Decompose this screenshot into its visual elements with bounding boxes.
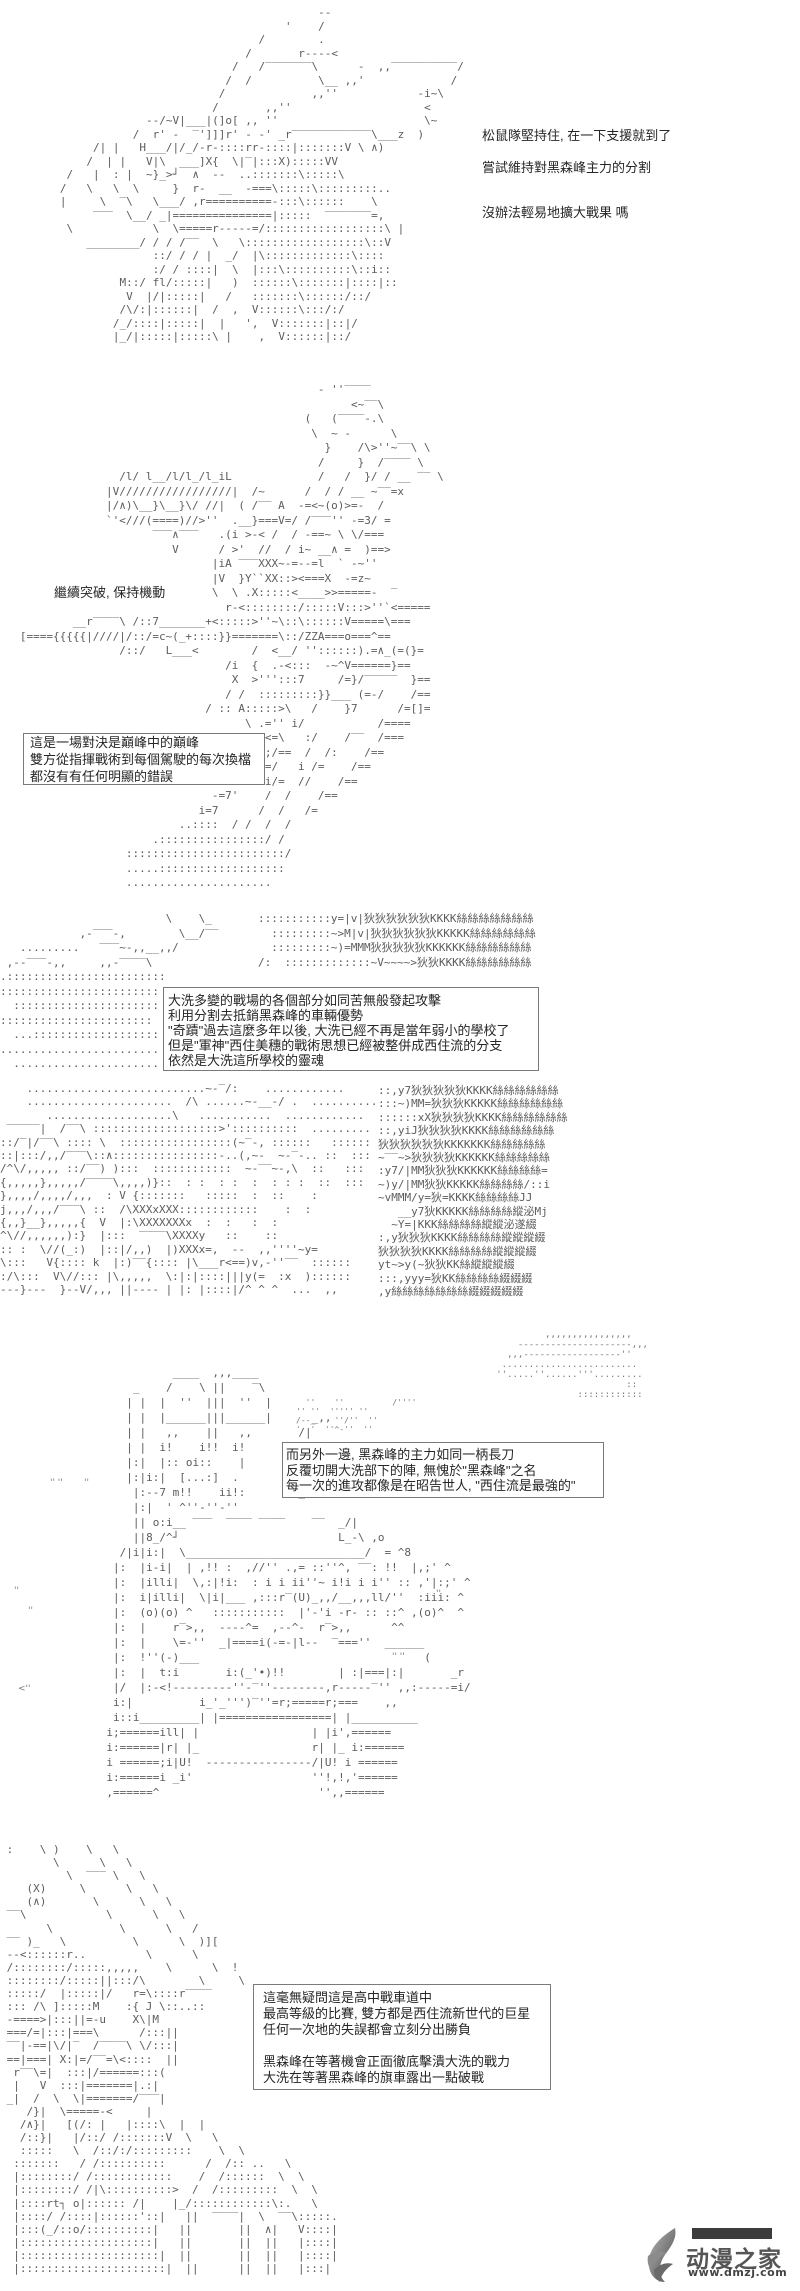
panel-4-narration-box: 而另外一邊, 黑森峰的主力如同一柄長刀 反覆切開大洗部下的陣, 無愧於"黑森峰"…: [282, 1442, 604, 1498]
panel-2-narration-box: 這是一場對決是巔峰中的巔峰 雙方從指揮戰術到每個駕駛的每次換檔 都沒有有任何明顯…: [23, 733, 265, 785]
panel-5-ascii-art-figure: : \ ) \ \ \ \ \ \ ‾‾‾ \ \ (X) \ \ \ (∧) …: [6, 1843, 338, 2275]
panel-1-narration-line: 松鼠隊堅持住, 在一下支援就到了: [482, 128, 672, 143]
panel-3-ascii-art-bottom-right: ::,y7狄狄狄狄狄KKKK絲絲絲絲絲絲 :::~)MM=狄狄狄KKKKK絲絲絲…: [378, 1084, 568, 1299]
box-line: 最高等級的比賽, 雙方都是西住流新世代的巨星: [263, 2006, 531, 2021]
motion-mark: '': [436, 1589, 441, 1599]
box-line: 這毫無疑問這是高中戰車道中: [263, 1990, 433, 2005]
panel-4-ascii-art-small-marks: '' '' /'''' '' '' ''''' '' /--_ ''/'' ''…: [296, 1398, 417, 1434]
panel-3-narration-box: 大洗多變的戰場的各個部分如同苦無般發起攻擊 利用分割去抵銷黑森峰的車輛優勢 "奇…: [163, 987, 539, 1071]
panel-1-ascii-art-tank: -- ' / / . / r----< / /‾‾‾‾‾‾‾\ - ,,‾‾‾‾…: [59, 6, 464, 343]
panel-5-narration-box: 這毫無疑問這是高中戰車道中 最高等級的比賽, 雙方都是西住流新世代的巨星 任何一…: [253, 1984, 551, 2090]
box-line: 任何一次地的失誤都會立刻分出勝負: [263, 2022, 472, 2037]
panel-3-ascii-art-top-left: \ \_ ,-‾‾‾-, \__/‾‾ ......... ‾‾‾~-,,__,…: [0, 912, 219, 1070]
panel-1-narration-line: 沒辦法輕易地擴大戰果 嗎: [482, 205, 629, 220]
box-line: 但是"軍神"西住美穗的戰術思想已經被整併成西住流的分支: [168, 1038, 503, 1053]
panel-3-ascii-art-bottom-left: ...........................~-‾/: .......…: [0, 1082, 378, 1297]
box-line: "奇蹟"過去這麼多年以後, 大洗已經不再是當年弱小的學校了: [168, 1023, 510, 1038]
box-line: 反覆切開大洗部下的陣, 無愧於"黑森峰"之名: [286, 1462, 537, 1478]
box-line: 每一次的進攻都像是在昭告世人, "西住流是最強的": [286, 1478, 576, 1493]
motion-mark: '' '': [50, 1478, 63, 1488]
box-line: 這是一場對決是巔峰中的巔峰: [30, 735, 200, 750]
panel-2-caption: 繼續突破, 保持機動: [54, 585, 166, 600]
watermark-site-name: 动漫之家: [686, 2247, 782, 2273]
panel-4-ascii-art-clouds: ,,,,,,,,,,,,,,,, ---------------------,,…: [496, 1330, 648, 1400]
watermark-url: www.dmzj.com: [688, 2266, 788, 2279]
box-line: 黑森峰在等著機會正面徹底擊潰大洗的戰力: [263, 2054, 511, 2069]
box-line: 大洗多變的戰場的各個部分如同苦無般發起攻擊: [168, 993, 442, 1008]
motion-mark: '': [84, 1478, 89, 1488]
motion-mark: '': [28, 1606, 33, 1616]
box-line: 都沒有有任何明顯的錯誤: [30, 769, 174, 784]
watermark-bar: [692, 2228, 772, 2239]
box-line: 大洗在等著黑森峰的旗車露出一點破戰: [263, 2070, 485, 2085]
panel-3-ascii-art-top-right: :::::::::::y=|v|狄狄狄狄狄狄KKKK絲絲絲絲絲絲絲 ::::::…: [258, 912, 536, 969]
box-line: 依然是大洗這所學校的靈魂: [168, 1053, 325, 1068]
motion-mark: <'': [18, 1684, 31, 1694]
box-line: 雙方從指揮戰術到每個駕駛的每次換檔: [30, 752, 252, 767]
box-line: [263, 2038, 550, 2054]
box-line: 利用分割去抵銷黑森峰的車輛優勢: [168, 1008, 364, 1023]
panel-1-narration-line: 嘗試維持對黑森峰主力的分割: [482, 160, 652, 175]
panel-2-ascii-art-vehicle: - ''‾‾‾‾ <~‾‾\ ( (‾‾‾‾-.\ \ ~ - \: [19, 383, 444, 889]
flame-leaf-logo-icon: [647, 2228, 676, 2282]
box-line: 而另外一邊, 黑森峰的主力如同一柄長刀: [286, 1447, 515, 1462]
motion-mark: '' '': [392, 1652, 405, 1662]
panel-4-ascii-art-tank: ____ ,,,____ _ / \ || ‾\ | | | '' ||| ''…: [106, 1366, 471, 1799]
motion-mark: '': [14, 1586, 19, 1596]
